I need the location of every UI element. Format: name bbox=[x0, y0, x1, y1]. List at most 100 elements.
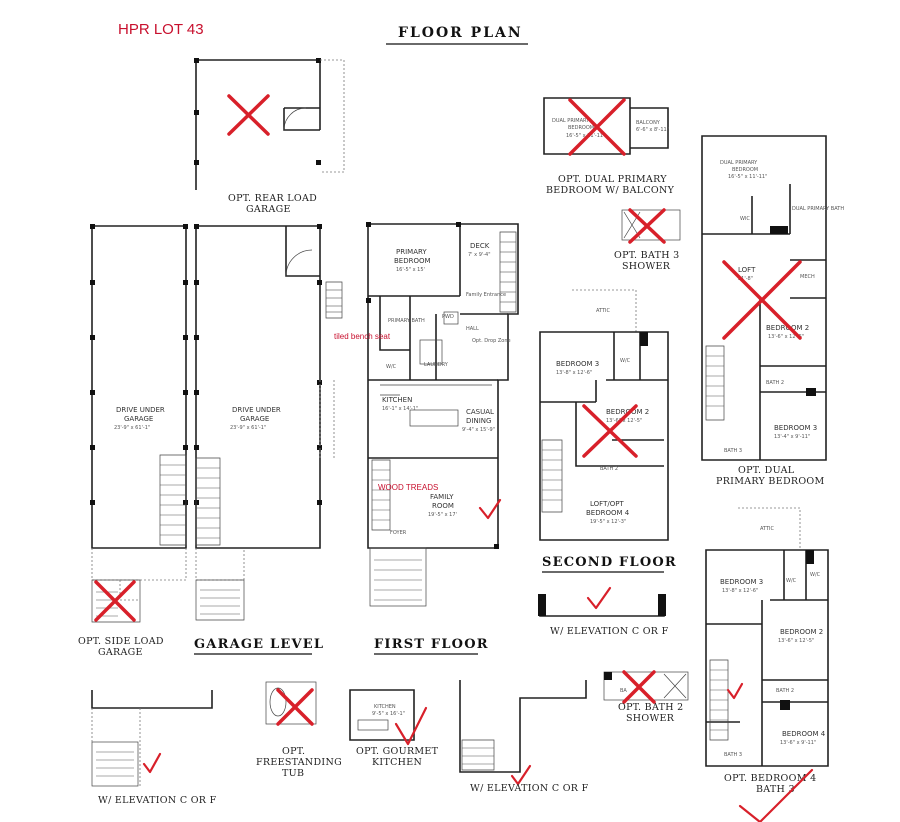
bedroom-3b-label: BEDROOM 3 bbox=[774, 424, 817, 432]
dual-primary-label-2: BEDROOM bbox=[732, 167, 758, 173]
bedroom-2-size: 13'-6" x 12'-5" bbox=[606, 418, 642, 424]
bath3-shower-caption-1: OPT. BATH 3 bbox=[614, 250, 679, 261]
tub-caption-1: OPT. bbox=[282, 746, 305, 757]
balcony-size: 6'-6" x 8'-11" bbox=[636, 127, 669, 133]
rejected-x-mark bbox=[276, 688, 314, 726]
loft-bedroom-4-label: LOFT/OPT bbox=[590, 500, 624, 508]
first-floor-header: FIRST FLOOR bbox=[374, 637, 489, 652]
bath2-shower-caption-2: SHOWER bbox=[626, 713, 675, 724]
bath-short-label: BA bbox=[620, 688, 627, 694]
bath-2c-label: BATH 2 bbox=[776, 688, 794, 694]
freestanding-tub-plan bbox=[265, 681, 317, 725]
deck-label: DECK bbox=[470, 242, 490, 250]
garage-elevation-plan bbox=[91, 690, 213, 787]
loft-bedroom-4-size: 19'-5" x 12'-3" bbox=[590, 519, 626, 525]
dual-primary-label: DUAL PRIMARY bbox=[720, 160, 758, 166]
dual-primary-caption-2: PRIMARY BEDROOM bbox=[716, 476, 825, 487]
rejected-x-mark bbox=[628, 208, 666, 244]
primary-bedroom-label: PRIMARY bbox=[396, 248, 427, 256]
dual-balcony-plan bbox=[543, 97, 669, 155]
hall-label: HALL bbox=[466, 326, 479, 332]
wc-label: W/C bbox=[386, 364, 397, 370]
attic-label-2: ATTIC bbox=[760, 526, 775, 532]
approved-check-mark bbox=[510, 764, 532, 786]
first-floor-plan bbox=[366, 222, 519, 607]
bath-3-label: BATH 3 bbox=[724, 448, 742, 454]
tiled-bench-annotation: tiled bench seat bbox=[334, 332, 391, 341]
lot-label: HPR LOT 43 bbox=[118, 21, 204, 38]
side-load-caption-1: OPT. SIDE LOAD bbox=[78, 636, 164, 647]
garage-level-header: GARAGE LEVEL bbox=[194, 637, 324, 652]
loft-size: 21'-8" bbox=[738, 276, 753, 282]
wood-treads-annotation: WOOD TREADS bbox=[378, 483, 438, 492]
bath-3b-label: BATH 3 bbox=[724, 752, 742, 758]
bath2-shower-caption-1: OPT. BATH 2 bbox=[618, 702, 683, 713]
mech-label: MECH bbox=[800, 274, 815, 280]
second-floor-header: SECOND FLOOR bbox=[542, 555, 677, 570]
garage-a-label: DRIVE UNDER bbox=[116, 406, 165, 414]
dual-primary-plan bbox=[701, 135, 827, 461]
casual-dining-label-2: DINING bbox=[466, 417, 491, 425]
loft-bedroom-4-label-2: BEDROOM 4 bbox=[586, 509, 630, 517]
tub-caption-3: TUB bbox=[282, 768, 304, 779]
approved-check-mark bbox=[478, 498, 502, 520]
bedroom4-bath3-plan bbox=[705, 507, 829, 767]
drop-zone-label: Opt. Drop Zone bbox=[472, 338, 511, 344]
garage-b-label-2: GARAGE bbox=[240, 415, 269, 423]
second-elevation-caption: W/ ELEVATION C OR F bbox=[550, 626, 669, 637]
approved-check-mark bbox=[586, 586, 612, 610]
bath-2-label: BATH 2 bbox=[600, 466, 618, 472]
approved-check-mark bbox=[142, 752, 162, 774]
rejected-x-mark bbox=[622, 670, 656, 704]
bedroom-3c-size: 13'-8" x 12'-6" bbox=[722, 588, 758, 594]
family-room-size: 19'-5" x 17' bbox=[428, 512, 457, 518]
rejected-x-mark bbox=[582, 404, 638, 458]
approved-check-mark bbox=[726, 682, 744, 700]
rear-load-caption-1: OPT. REAR LOAD bbox=[228, 193, 317, 204]
approved-check-mark bbox=[738, 768, 814, 822]
bedroom-2b-size: 13'-6" x 12'-5" bbox=[768, 334, 804, 340]
gourmet-kitchen-size: 9'-5" x 16'-1" bbox=[372, 711, 405, 717]
dual-primary-room-label-2: BEDROOM bbox=[568, 125, 594, 131]
wic-label-2: WIC bbox=[740, 216, 750, 222]
gourmet-kitchen-label: KITCHEN bbox=[374, 704, 396, 710]
gourmet-caption-2: KITCHEN bbox=[372, 757, 422, 768]
loft-label: LOFT bbox=[738, 266, 756, 274]
wic-label: W/C bbox=[620, 358, 631, 364]
bedroom-4-size: 13'-6" x 9'-11" bbox=[780, 740, 816, 746]
garage-b-label: DRIVE UNDER bbox=[232, 406, 281, 414]
approved-check-mark bbox=[394, 706, 428, 746]
foyer-label: FOYER bbox=[390, 530, 407, 536]
page-title: FLOOR PLAN bbox=[398, 25, 523, 41]
dual-primary-room-label: DUAL PRIMARY bbox=[552, 118, 590, 124]
rejected-x-mark bbox=[722, 260, 802, 340]
wic-label-4: W/C bbox=[810, 572, 821, 578]
second-floor-plan bbox=[539, 289, 669, 541]
family-entrance-label: Family Entrance bbox=[466, 292, 506, 298]
primary-bedroom-size: 16'-5" x 15' bbox=[396, 267, 425, 273]
bedroom-3c-label: BEDROOM 3 bbox=[720, 578, 763, 586]
bedroom4-bath3-caption-2: BATH 3 bbox=[756, 784, 795, 795]
garage-b-plan bbox=[194, 224, 343, 581]
first-elevation-plan bbox=[459, 680, 587, 773]
tub-caption-2: FREESTANDING bbox=[256, 757, 342, 768]
casual-dining-label: CASUAL bbox=[466, 408, 494, 416]
side-load-caption-2: GARAGE bbox=[98, 647, 143, 658]
bedroom-2c-size: 13'-6" x 12'-5" bbox=[778, 638, 814, 644]
bedroom-2c-label: BEDROOM 2 bbox=[780, 628, 823, 636]
primary-bath-label: PRIMARY BATH bbox=[388, 318, 425, 324]
bedroom-3b-size: 13'-4" x 9'-11" bbox=[774, 434, 810, 440]
rear-load-caption-2: GARAGE bbox=[246, 204, 291, 215]
rear-load-garage-plan bbox=[194, 58, 345, 190]
bath3-shower-plan bbox=[621, 209, 681, 241]
bedroom-3-size: 13'-8" x 12'-6" bbox=[556, 370, 592, 376]
bedroom-4-label: BEDROOM 4 bbox=[782, 730, 826, 738]
garage-a-label-2: GARAGE bbox=[124, 415, 153, 423]
primary-bedroom-label-2: BEDROOM bbox=[394, 257, 431, 265]
garage-b-size: 23'-9" x 61'-1" bbox=[230, 425, 266, 431]
laundry-label: LAUNDRY bbox=[424, 362, 449, 368]
dual-balcony-caption-2: BEDROOM W/ BALCONY bbox=[546, 185, 675, 196]
balcony-label: BALCONY bbox=[636, 120, 661, 126]
rejected-x-mark bbox=[94, 580, 136, 622]
